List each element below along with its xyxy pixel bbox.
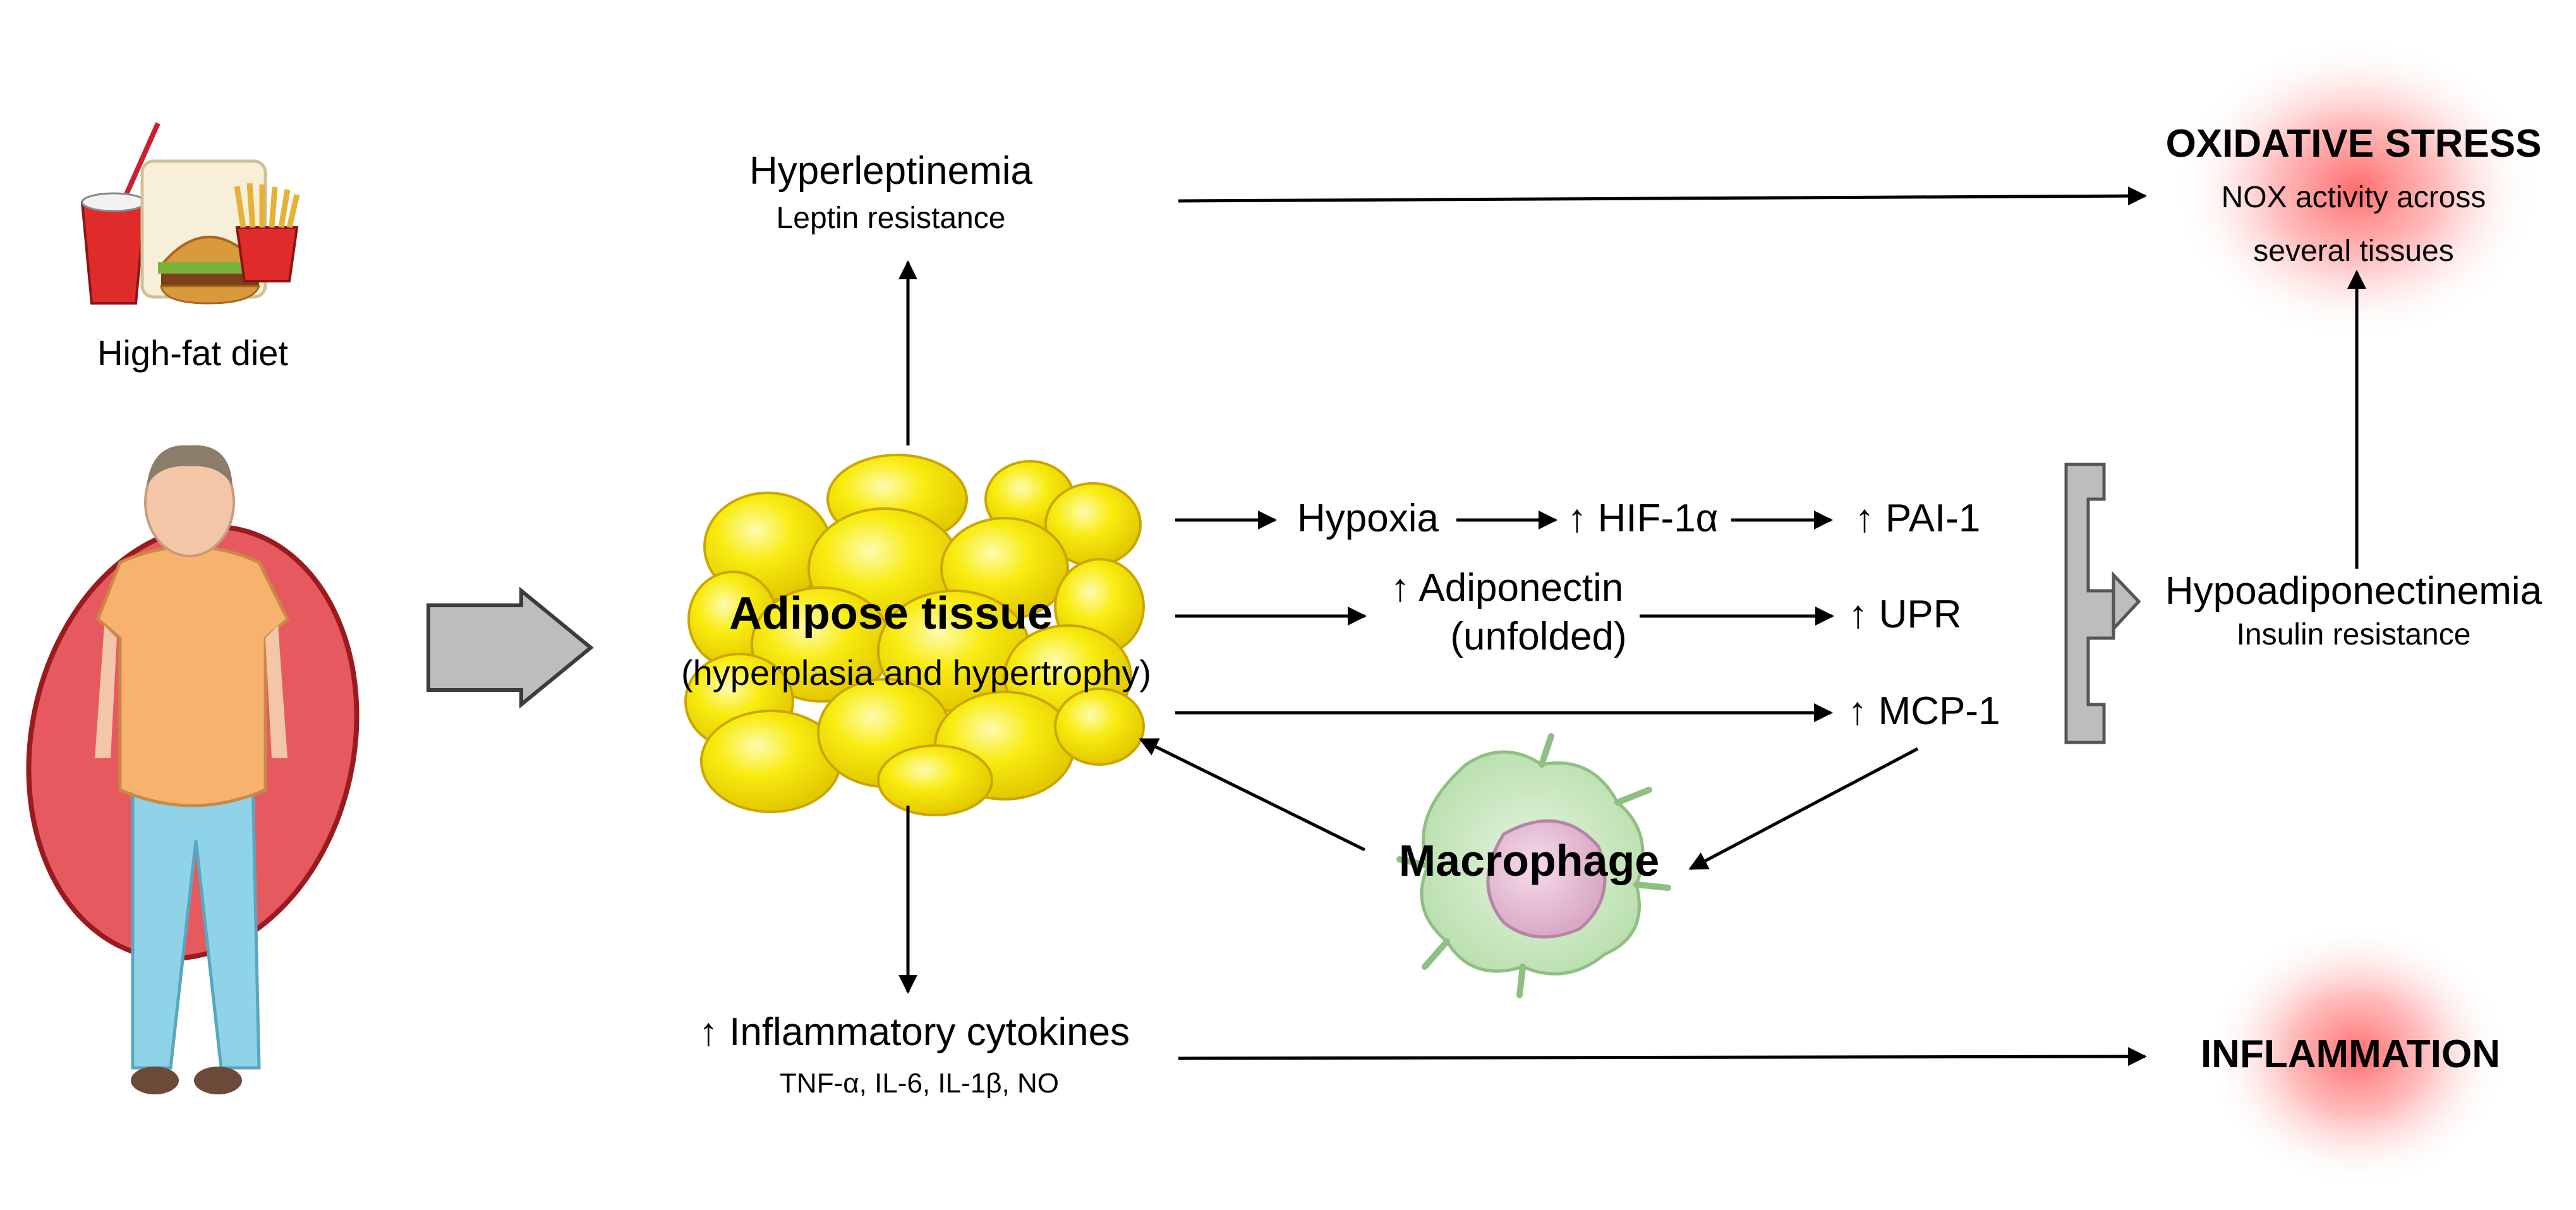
inflammation-glow	[2205, 923, 2508, 1188]
adipose-tissue-illustration	[684, 454, 1145, 816]
cytokines-subtitle: TNF-α, IL-6, IL-1β, NO	[780, 1068, 1059, 1099]
high-fat-diet-label: High-fat diet	[97, 333, 288, 373]
hypoadiponectinemia-subtitle: Insulin resistance	[2236, 618, 2471, 651]
oxidative-glow	[2174, 38, 2540, 341]
oxidative-stress-title: OXIDATIVE STRESS	[2165, 122, 2542, 166]
hyperleptinemia-title: Hyperleptinemia	[749, 149, 1032, 193]
obese-man-figure	[26, 445, 360, 1094]
pai-label: ↑ PAI-1	[1854, 497, 1981, 540]
adipose-tissue-subtitle: (hyperplasia and hypertrophy)	[681, 653, 1151, 693]
pathway-bracket	[2064, 463, 2115, 744]
macrophage-cell-illustration	[1396, 733, 1671, 998]
hyperleptinemia-subtitle: Leptin resistance	[776, 202, 1006, 235]
hypoxia-label: Hypoxia	[1297, 497, 1439, 540]
mcp-label: ↑ MCP-1	[1847, 689, 2000, 733]
arrow-macrophage-to-adipose	[1139, 737, 1366, 852]
inflammation-label: INFLAMMATION	[2200, 1032, 2501, 1076]
oxidative-stress-line1: NOX activity across	[2221, 181, 2486, 214]
big-grey-arrow	[426, 586, 594, 709]
arrow-mcp-to-macrophage	[1688, 747, 1919, 871]
adipose-tissue-title: Adipose tissue	[729, 588, 1053, 639]
macrophage-label: Macrophage	[1398, 836, 1660, 885]
hif-label: ↑ HIF-1α	[1567, 497, 1719, 540]
cytokines-title: ↑ Inflammatory cytokines	[698, 1010, 1130, 1054]
oxidative-stress-line2: several tissues	[2253, 234, 2454, 268]
hypoadiponectinemia-title: Hypoadiponectinemia	[2165, 569, 2543, 613]
upr-label: ↑ UPR	[1848, 593, 1962, 636]
adiponectin-unfolded-label: (unfolded)	[1450, 615, 1627, 658]
bracket-pointer	[2112, 571, 2141, 633]
arrow-hyperleptinemia-to-oxidative	[1178, 186, 2147, 206]
arrow-cytokines-to-inflammation	[1178, 1047, 2147, 1067]
fast-food-icon	[80, 122, 300, 305]
adiponectin-label: ↑ Adiponectin	[1390, 566, 1624, 610]
